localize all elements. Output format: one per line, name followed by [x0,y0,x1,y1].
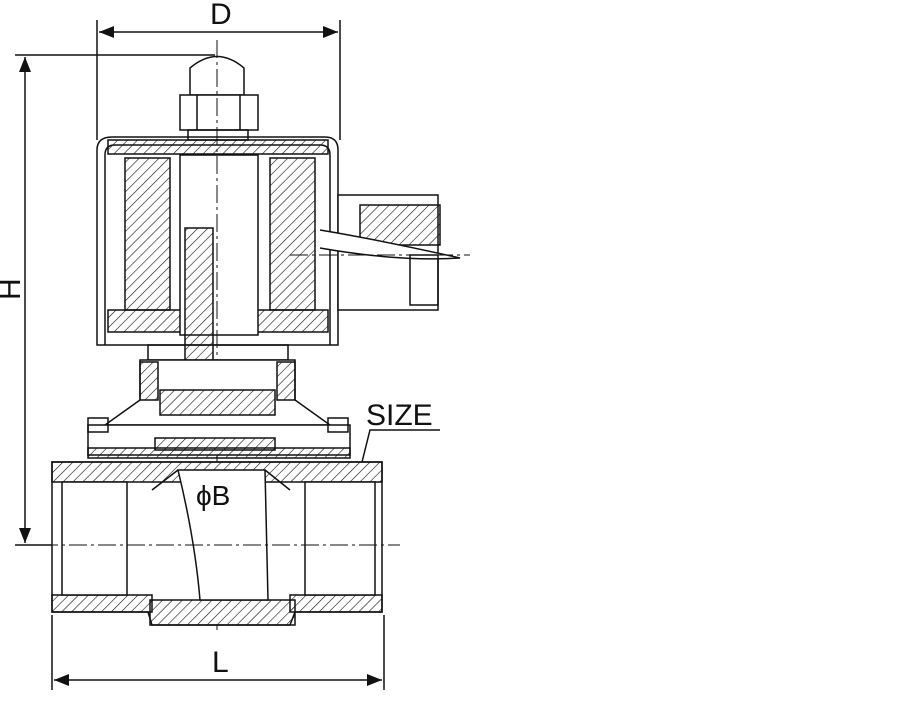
label-size: SIZE [366,399,433,432]
size-leader [359,429,440,471]
label-d: D [210,0,232,31]
cable-gland [179,55,259,141]
electrical-connector [290,194,470,311]
dimension-d [96,20,341,140]
dimension-l [51,615,385,690]
label-bore: ϕB [196,480,230,511]
label-h: H [0,278,27,300]
bonnet [87,344,351,459]
label-l: L [212,646,229,679]
valve-body [40,461,400,626]
coil-housing [96,40,339,630]
